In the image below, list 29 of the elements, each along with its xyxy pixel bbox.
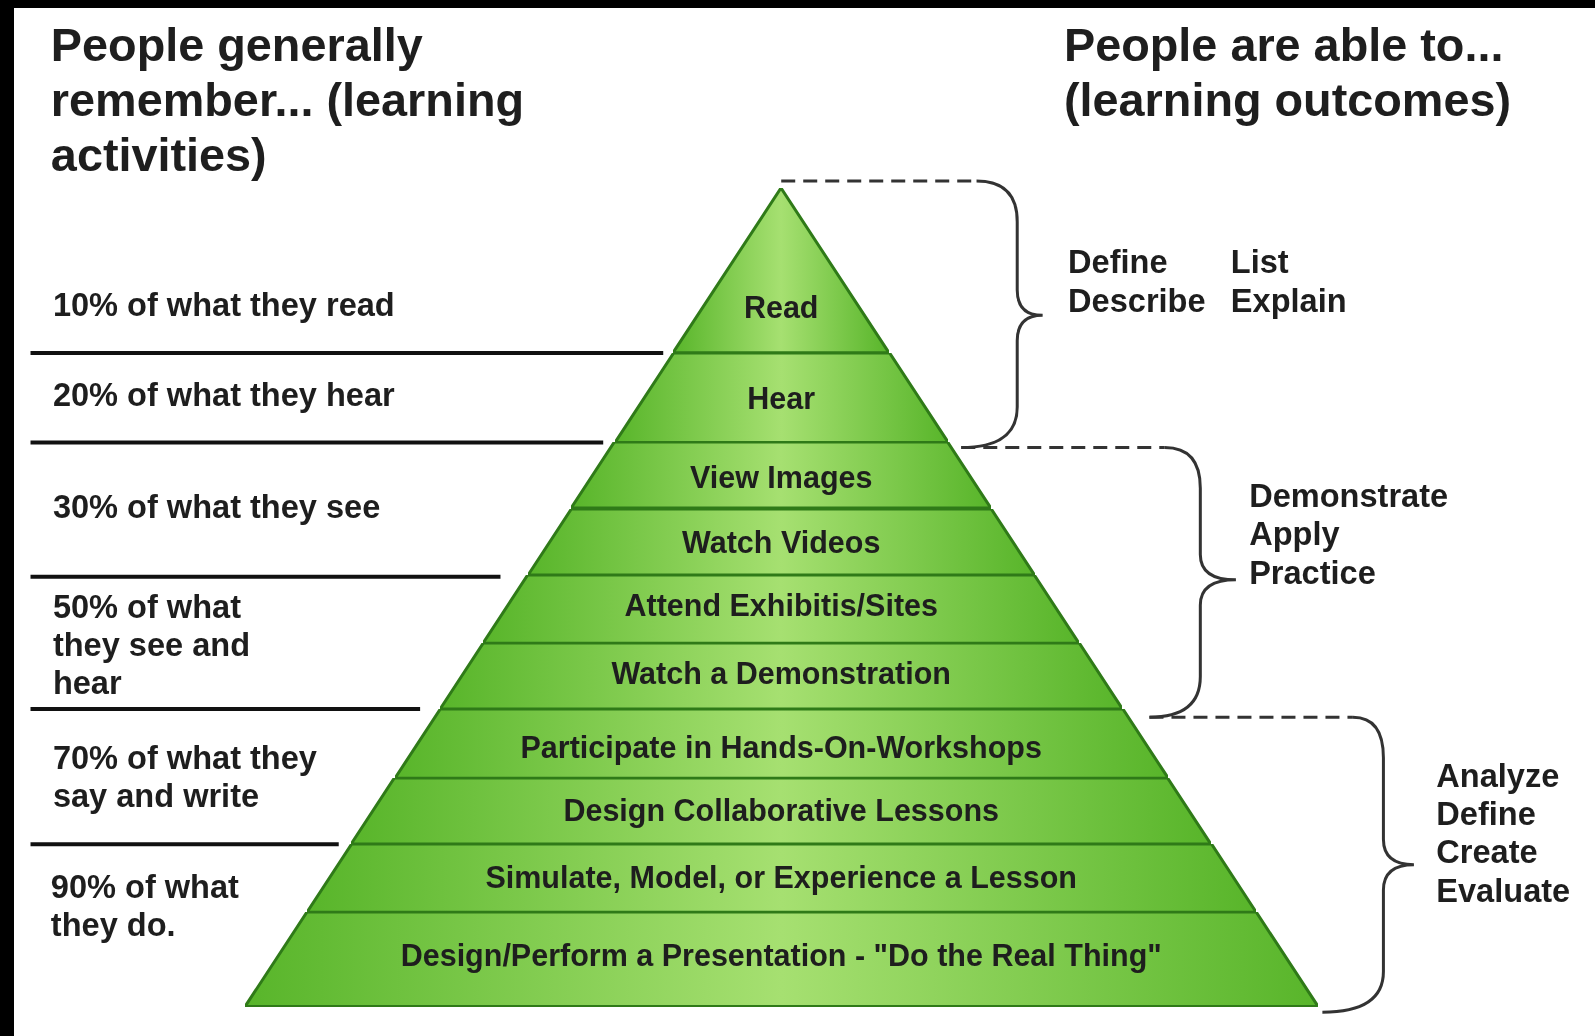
- recall-text: 30% of what they see: [52, 487, 381, 526]
- outcome-word: Explain: [1230, 282, 1347, 321]
- layer-label: Watch Videos: [682, 525, 881, 562]
- recall-text: 20% of what they hear: [52, 375, 395, 414]
- layer-label: Watch a Demonstration: [611, 656, 951, 693]
- outcome-word: Describe: [1068, 282, 1206, 321]
- layer-label: Design/Perform a Presentation - "Do the Real Thing": [400, 938, 1162, 974]
- outcome-word: Evaluate: [1436, 872, 1571, 911]
- outcome-word: Define: [1068, 243, 1168, 282]
- outcome-word: Analyze: [1436, 757, 1560, 796]
- layer-label: Hear: [747, 380, 816, 417]
- layer-label: Participate in Hands-On-Workshops: [520, 729, 1042, 766]
- outcome-word: Practice: [1249, 553, 1376, 592]
- layer-label: Design Collaborative Lessons: [563, 792, 999, 829]
- heading: People are able to... (learning outcomes): [1064, 18, 1513, 128]
- recall-text: 50% of what they see and hear: [52, 587, 252, 703]
- recall-text: 90% of what they do.: [50, 867, 240, 944]
- recall-text: 10% of what they read: [52, 286, 395, 325]
- layer-label: View Images: [689, 460, 873, 496]
- outcome-word: Demonstrate: [1249, 477, 1449, 516]
- recall-text: 70% of what they say and write: [52, 738, 318, 815]
- outcome-word: Create: [1436, 833, 1538, 872]
- outcome-word: Apply: [1249, 515, 1340, 554]
- layer-label: Attend Exhibitis/Sites: [624, 588, 938, 625]
- heading: People generally remember... (learning activities): [50, 18, 526, 183]
- layer-label: Read: [743, 290, 819, 327]
- layer-label: Simulate, Model, or Experience a Lesson: [485, 860, 1077, 896]
- outcome-word: Define: [1436, 794, 1536, 833]
- outcome-word: List: [1230, 243, 1289, 282]
